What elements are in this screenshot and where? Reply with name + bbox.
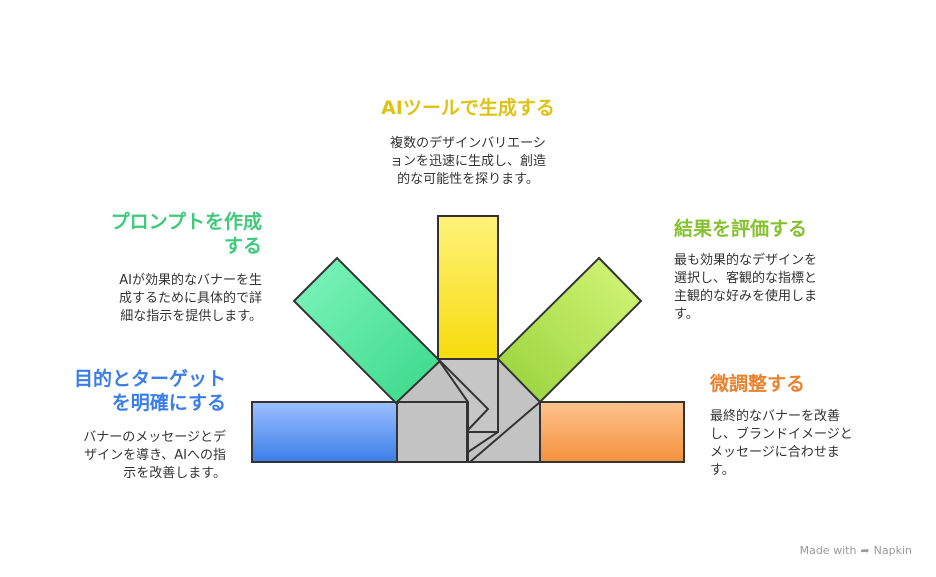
hub-fold-line-3 — [469, 401, 541, 463]
goal-title: 目的とターゲット を明確にする — [73, 368, 226, 414]
made-with-label: Made with — [799, 544, 857, 557]
finetune-desc: 最終的なバナーを改善 し、ブランドイメージと メッセージに合わせま す。 — [710, 409, 853, 478]
goal-desc: バナーのメッセージとデ ザインを導き、AIへの指 示を改善します。 — [83, 430, 226, 481]
evaluate-title: 結果を評価する — [674, 218, 808, 240]
goal-hub-segment — [396, 401, 468, 463]
finetune-bar — [539, 401, 685, 463]
finetune-title: 微調整する — [710, 373, 806, 395]
prompt-title: プロンプトを作成 する — [110, 211, 262, 257]
prompt-desc: AIが効果的なバナーを生 成するために具体的で詳 細な指示を提供します。 — [118, 273, 262, 324]
ai-generate-title: AIツールで生成する — [381, 97, 555, 119]
napkin-brand: Napkin — [873, 544, 912, 557]
evaluate-desc: 最も効果的なデザインを 選択し、客観的な指標と 主観的な好みを使用しま す。 — [674, 253, 818, 322]
goal-bar — [251, 401, 398, 463]
made-with-napkin[interactable]: Made with ➦ Napkin — [800, 544, 912, 557]
napkin-logo-icon: ➦ — [860, 544, 870, 557]
ai-generate-bar — [437, 215, 499, 360]
hub-fold-line-2 — [467, 359, 499, 462]
ai-generate-desc: 複数のデザインバリエーシ ョンを迅速に生成し、創造 的な可能性を探ります。 — [389, 136, 546, 187]
hub-fold-line — [437, 358, 490, 431]
